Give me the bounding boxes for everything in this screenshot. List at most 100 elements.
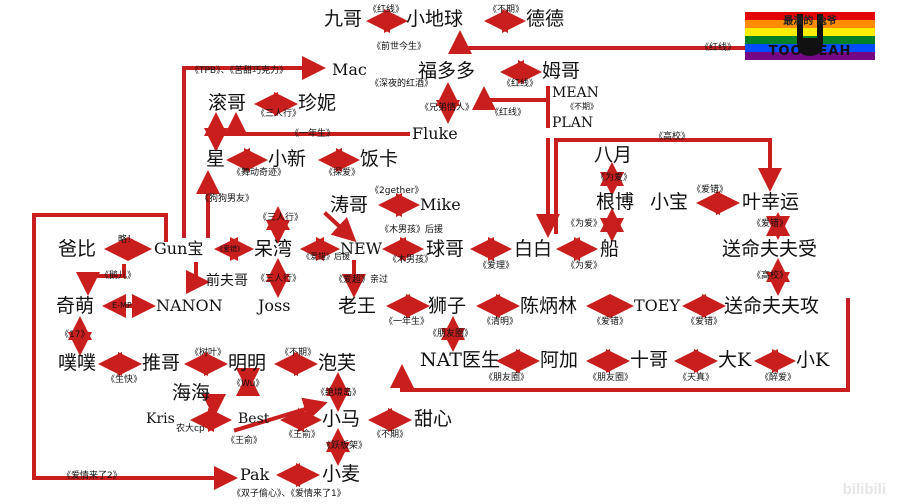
- edge-label: 《爱超》亲过: [334, 275, 389, 285]
- node-xing: 星: [206, 148, 226, 170]
- node-xiaobao: 小宝: [650, 191, 689, 213]
- node-chuan: 船: [600, 238, 620, 260]
- node-kris: Kris: [146, 411, 175, 427]
- node-songming-gong: 送命夫夫攻: [724, 295, 820, 317]
- edge-label: 《爱错》: [692, 185, 729, 195]
- node-yexingyun: 叶幸运: [742, 191, 800, 213]
- node-dak: 大K: [718, 349, 752, 371]
- edge-label: 《红线》: [502, 79, 539, 89]
- edge-label: 《兄弟情人》: [420, 103, 475, 113]
- link-fluke-zhenni: [224, 112, 410, 136]
- node-mike: Mike: [420, 195, 461, 214]
- node-laowang: 老王: [338, 295, 377, 317]
- node-new: NEW: [340, 239, 383, 258]
- edge-label: 《跃板架》: [322, 441, 368, 451]
- node-fluke: Fluke: [412, 124, 458, 143]
- edge-label: 《木男孩》后援: [380, 225, 444, 235]
- node-mac: Mac: [332, 60, 367, 79]
- edge-label: 《三人行》: [256, 274, 302, 284]
- node-daiwan: 呆湾: [254, 238, 293, 260]
- edge-label: 《爱情来了2》: [62, 471, 122, 481]
- node-xiaok: 小K: [796, 349, 830, 371]
- node-fanka: 饭卡: [360, 148, 399, 170]
- node-mingming: 明明: [228, 352, 267, 374]
- edge-label: E-MP: [112, 301, 132, 310]
- edge-label: 《2gether》: [370, 186, 424, 196]
- node-bayue: 八月: [594, 144, 633, 166]
- link-gunbao-qianfuge: [186, 262, 210, 294]
- bilibili-watermark: bilibili: [842, 481, 886, 498]
- node-natyisheng: NAT医生: [420, 349, 500, 371]
- edge-label: 《王俞》: [226, 436, 263, 446]
- edge-label: 《爱错》后援: [302, 252, 350, 261]
- node-qiuge: 球哥: [426, 238, 465, 260]
- edge-label: 《树叶》: [190, 348, 227, 358]
- node-jiuge: 九哥: [324, 8, 363, 30]
- edge-label: 《不期》: [372, 430, 409, 440]
- node-plan: PLAN: [552, 115, 594, 131]
- edge-label: 《木男孩》: [388, 255, 434, 265]
- edge-label: 《双子偷心》、《爱情来了1》: [232, 489, 346, 499]
- edge-label: 《为爱》: [566, 261, 603, 271]
- node-toey: TOEY: [634, 296, 681, 315]
- node-qimeng: 奇萌: [56, 295, 95, 317]
- edge-label: 《红线》: [490, 108, 527, 118]
- link-gunbao-frame-left: [32, 213, 238, 490]
- edge-label: 《17》: [60, 330, 90, 340]
- node-best: Best: [238, 411, 270, 427]
- edge-label: 农大cp: [176, 424, 205, 434]
- edge-label: 《深夜的红酒》: [370, 79, 434, 89]
- node-muge: 姆哥: [542, 60, 581, 82]
- node-shizi: 狮子: [428, 295, 467, 317]
- node-xiaoma: 小马: [322, 408, 361, 430]
- node-ajia: 阿加: [540, 349, 579, 371]
- edge-label: 《爱错》: [216, 245, 244, 253]
- node-xiaoxin: 小新: [268, 148, 307, 170]
- edge-label: 《爱错》: [592, 317, 629, 327]
- node-gunbao: Gun宝: [154, 239, 204, 258]
- node-qianfuge: 前夫哥: [206, 273, 248, 289]
- edge-label: 《不期》: [488, 5, 525, 15]
- edge-label: 《爱错》: [686, 317, 723, 327]
- edge-label: 《红线》: [368, 5, 405, 15]
- edge-label: 《三人行》: [256, 109, 302, 119]
- edge-label: 《为爱》: [566, 219, 603, 229]
- logo-top-text: 最浪的 兔爷: [783, 16, 837, 27]
- edge-label: 《狗狗男友》: [200, 194, 255, 204]
- bunny-ears-icon: [797, 14, 823, 56]
- node-joss: Joss: [258, 296, 291, 315]
- edge-label: 《TPB》、《苦甜巧克力》: [190, 66, 289, 76]
- node-mean: MEAN: [552, 85, 599, 101]
- edge-label: 《生快》: [106, 375, 143, 385]
- node-tianxin: 甜心: [414, 408, 453, 430]
- link-best-cross: [233, 397, 328, 433]
- edge-label: 《三人行》: [258, 213, 304, 223]
- node-xiaomai: 小麦: [322, 463, 361, 485]
- link-gunbao-mac: [182, 56, 326, 238]
- link-mean-fuduoduo: [472, 86, 546, 110]
- edge-label: 《王俞》: [284, 430, 321, 440]
- node-paofu: 泡芙: [318, 352, 357, 374]
- node-baibai: 白白: [514, 238, 553, 260]
- edge-label: 《朋友圈》: [588, 373, 634, 383]
- edge-label: 《鹅儿》: [100, 271, 137, 281]
- edge-label: 《高校》: [752, 271, 789, 281]
- node-dede: 德德: [526, 8, 565, 30]
- rainbow-stripes: [745, 12, 875, 60]
- node-gunge: 滚哥: [208, 92, 247, 114]
- link-babi-qimeng: [76, 264, 126, 296]
- edge-label: 《红线》: [700, 43, 737, 53]
- edge-label: 《不期》: [280, 348, 317, 358]
- edge-label: 《前世今生》: [372, 42, 427, 52]
- edge-label: 《为爱》: [596, 173, 633, 183]
- edge-label: 《Wu》: [232, 379, 265, 389]
- node-chenbinglin: 陈炳林: [520, 295, 578, 317]
- node-nanon: NANON: [156, 296, 223, 315]
- node-fuduoduo: 福多多: [418, 60, 476, 82]
- edge-label: 《朋友圈》: [484, 373, 530, 383]
- edge-label: 《高校》: [654, 132, 691, 142]
- node-genbo: 根博: [596, 191, 635, 213]
- link-gaoxiao-yexingyun: [558, 138, 782, 192]
- edge-label: 《醉爱》: [760, 373, 797, 383]
